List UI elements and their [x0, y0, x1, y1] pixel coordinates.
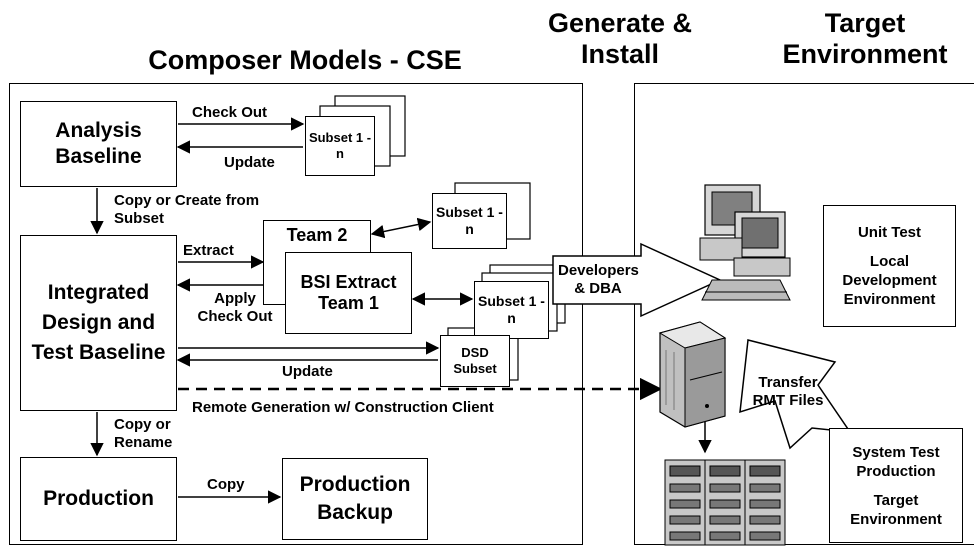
- target-frame: [634, 83, 974, 545]
- label-update-mid: Update: [282, 363, 333, 380]
- label-developers-dba: Developers & DBA: [558, 262, 639, 297]
- label-copy: Copy: [207, 476, 245, 493]
- label-apply-check-out: Apply Check Out: [197, 290, 273, 325]
- label-copy-or-create: Copy or Create from Subset: [114, 192, 260, 227]
- subset-right-box: Subset 1 - n: [474, 281, 549, 339]
- header-target: Target Environment: [782, 8, 948, 69]
- arrow-developers-dba: [552, 242, 722, 318]
- server-rack-icon: [664, 459, 786, 546]
- label-remote-generation: Remote Generation w/ Construction Client: [192, 399, 494, 416]
- analysis-baseline-box: Analysis Baseline: [20, 101, 177, 187]
- production-backup-box: Production Backup: [282, 458, 428, 540]
- server-cabinet-icon: [658, 321, 727, 428]
- subset-mid-box: Subset 1 - n: [432, 193, 507, 249]
- arrow-transfer-rmt: [739, 339, 852, 450]
- unit-test-box: Unit Test Local Development Environment: [823, 205, 956, 327]
- label-extract: Extract: [183, 242, 234, 259]
- label-check-out: Check Out: [192, 104, 268, 121]
- subset-top-box: Subset 1 - n: [305, 116, 375, 176]
- bsi-team1-box: BSI Extract Team 1: [285, 252, 412, 334]
- label-copy-or-rename: Copy or Rename: [114, 416, 173, 451]
- integrated-baseline-box: Integrated Design and Test Baseline: [20, 235, 177, 411]
- label-update-top: Update: [224, 154, 275, 171]
- composer-frame: [9, 83, 583, 545]
- arrow-team2-subset: [370, 217, 432, 239]
- label-transfer-rmt: Transfer RMT Files: [752, 374, 824, 409]
- production-box: Production: [20, 457, 177, 541]
- header-composer: Composer Models - CSE: [148, 45, 462, 75]
- system-test-box: System Test Production Target Environmen…: [829, 428, 963, 543]
- dsd-subset-box: DSD Subset: [440, 335, 510, 387]
- workstation-icon: [699, 184, 791, 301]
- header-generate: Generate & Install: [547, 8, 693, 69]
